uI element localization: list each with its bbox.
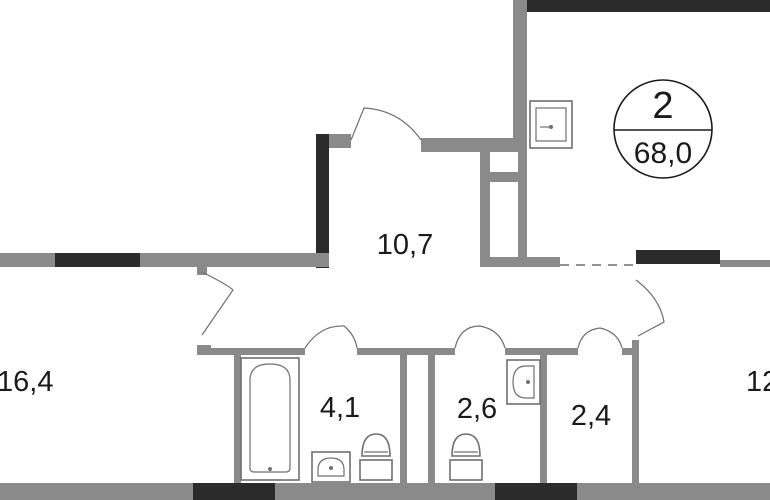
wall-hall-left: [316, 134, 329, 268]
wall-left-mid-window: [55, 253, 140, 267]
apartment-badge: 2 68,0: [613, 79, 713, 179]
room-area-hall: 10,7: [377, 229, 433, 261]
wc-toilet-icon: [449, 433, 483, 481]
wall-bottom-a: [0, 483, 193, 500]
wall-storage-right: [632, 340, 639, 485]
wall-kitchen-bottom: [636, 250, 720, 264]
door-wc: [454, 325, 506, 349]
duct-left: [480, 152, 490, 267]
badge-room-count: 2: [652, 85, 673, 127]
room-area-storage: 2,4: [571, 400, 611, 432]
badge-total-area: 68,0: [634, 137, 692, 170]
wall-bottom-window-a: [193, 483, 275, 500]
wall-bottom-window-b: [495, 483, 577, 500]
wall-storage-left: [540, 355, 547, 485]
wall-corr-d: [505, 348, 578, 355]
kitchen-sink-icon: [529, 100, 573, 149]
doors: [201, 107, 665, 349]
fixtures: [240, 100, 573, 483]
badge-circle: [613, 79, 713, 179]
wall-shaft-right: [428, 355, 435, 485]
wall-left-mid-a: [0, 253, 55, 267]
duct-bottom: [480, 257, 560, 267]
door-entrance: [350, 107, 422, 141]
room-labels: 10,7 16,4 4,1 2,6 2,4 12: [0, 229, 770, 432]
wall-hall-top-left: [329, 134, 351, 148]
door-storage: [577, 327, 623, 349]
wall-top-right: [513, 0, 770, 12]
wall-shaft-left: [400, 355, 407, 485]
bath-toilet-icon: [359, 433, 393, 481]
wall-corr-e: [622, 348, 634, 355]
door-bath: [304, 325, 358, 349]
duct-mid: [480, 172, 527, 182]
wall-jamb: [197, 267, 207, 275]
room-area-bedroom: 12: [746, 366, 770, 398]
duct-right: [518, 152, 527, 267]
room-area-bath: 4,1: [320, 392, 360, 424]
bathtub-icon: [240, 357, 300, 481]
wall-bottom-b: [275, 483, 495, 500]
door-bedroom: [635, 279, 665, 337]
wall-corr-c: [357, 348, 455, 355]
room-area-wc: 2,6: [457, 393, 497, 425]
wall-kitchen-bottom-right: [720, 260, 770, 267]
room-area-living: 16,4: [0, 366, 53, 398]
wall-kitchen-left: [513, 0, 527, 152]
bath-washbasin-icon: [311, 451, 351, 483]
wall-left-mid-b: [140, 253, 329, 267]
wall-bottom-c: [577, 483, 770, 500]
wall-corr-b: [197, 348, 305, 355]
wall-hall-top-right: [421, 138, 527, 152]
door-living: [201, 271, 234, 336]
wall-bath-left: [234, 355, 241, 485]
wc-washbasin-icon: [506, 359, 541, 405]
